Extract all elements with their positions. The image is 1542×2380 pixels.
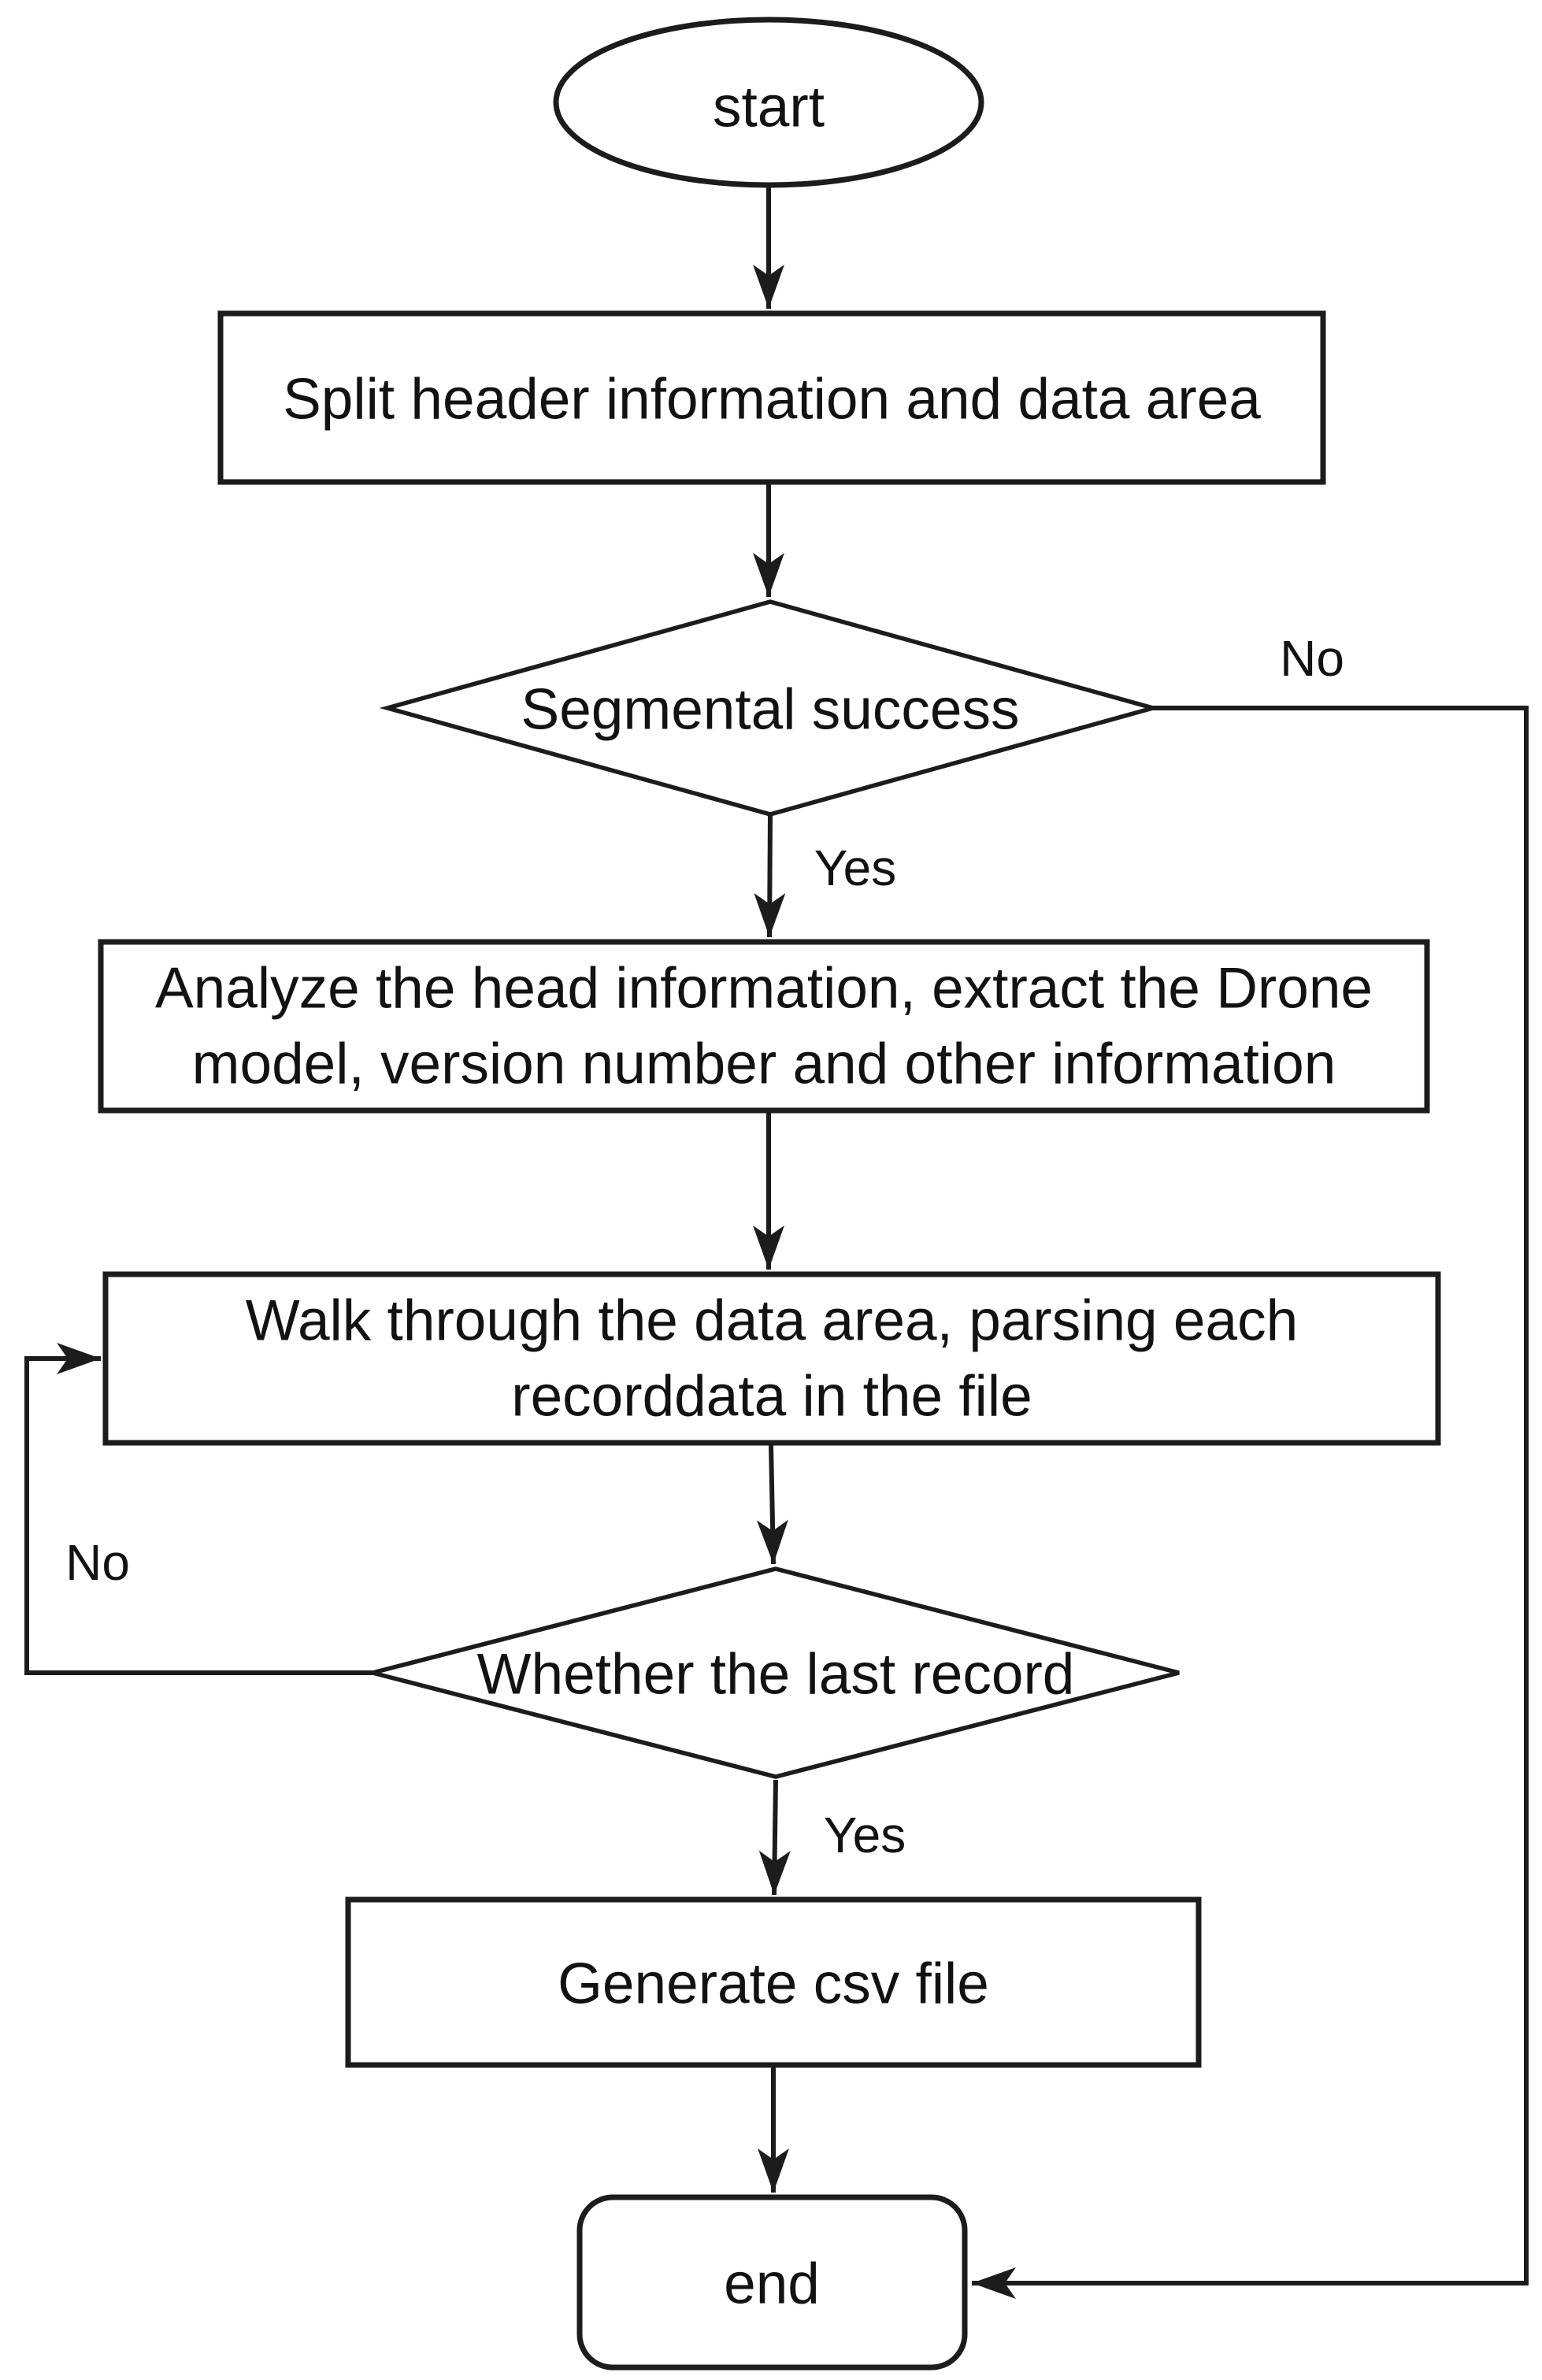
whether-last-record-decision-label: Whether the last record bbox=[477, 1643, 1075, 1707]
node-whether-last-record: Whether the last record bbox=[372, 1566, 1180, 1779]
edge-label-lastrecord-no: No bbox=[65, 1534, 130, 1591]
edge-segsuccess-no-to-end bbox=[972, 706, 1529, 2299]
generate-csv-process-shape bbox=[345, 1896, 1202, 2068]
split-header-process-shape bbox=[217, 310, 1326, 485]
split-header-process-label: Split header information and data area bbox=[283, 368, 1261, 432]
start-terminator-label: start bbox=[713, 76, 825, 139]
analyze-head-process-shape bbox=[98, 939, 1430, 1114]
edge-label-segsuccess-no: No bbox=[1280, 630, 1344, 687]
edge-walk-to-lastrecord bbox=[756, 1444, 788, 1565]
node-split-header: Split header information and data area bbox=[217, 310, 1326, 485]
edge-lastrecord-yes-to-generate bbox=[758, 1779, 791, 1896]
edge-labels-layer: No Yes No Yes bbox=[65, 630, 1344, 1863]
analyze-head-process-label-line1: Analyze the head information, extract th… bbox=[155, 957, 1373, 1021]
edge-label-lastrecord-yes: Yes bbox=[824, 1807, 906, 1863]
walk-data-area-process-label-line2: recorddata in the file bbox=[511, 1365, 1032, 1429]
walk-data-area-process-shape bbox=[102, 1271, 1441, 1446]
node-generate-csv: Generate csv file bbox=[345, 1896, 1202, 2068]
edge-label-segsuccess-yes: Yes bbox=[814, 840, 896, 896]
segmental-success-decision-label: Segmental success bbox=[521, 678, 1020, 742]
segmental-success-decision-shape bbox=[379, 599, 1162, 817]
edge-lastrecord-no-loop bbox=[24, 1343, 373, 1675]
generate-csv-process-label: Generate csv file bbox=[558, 1952, 989, 2016]
node-analyze-head: Analyze the head information, extract th… bbox=[98, 939, 1430, 1114]
edges-layer bbox=[24, 187, 1529, 2299]
walk-data-area-process-label-line1: Walk through the data area, parsing each bbox=[246, 1289, 1298, 1353]
edge-segsuccess-yes-to-analyze bbox=[754, 815, 786, 938]
analyze-head-process-label-line2: model, version number and other informat… bbox=[192, 1032, 1336, 1096]
node-start: start bbox=[553, 17, 984, 188]
node-end: end bbox=[576, 2194, 968, 2371]
whether-last-record-decision-shape bbox=[372, 1566, 1180, 1779]
end-terminator-shape bbox=[576, 2194, 968, 2371]
end-terminator-label: end bbox=[724, 2252, 820, 2316]
start-terminator-shape bbox=[553, 17, 984, 188]
node-segmental-success: Segmental success bbox=[379, 599, 1162, 817]
node-walk-data-area: Walk through the data area, parsing each… bbox=[102, 1271, 1441, 1446]
